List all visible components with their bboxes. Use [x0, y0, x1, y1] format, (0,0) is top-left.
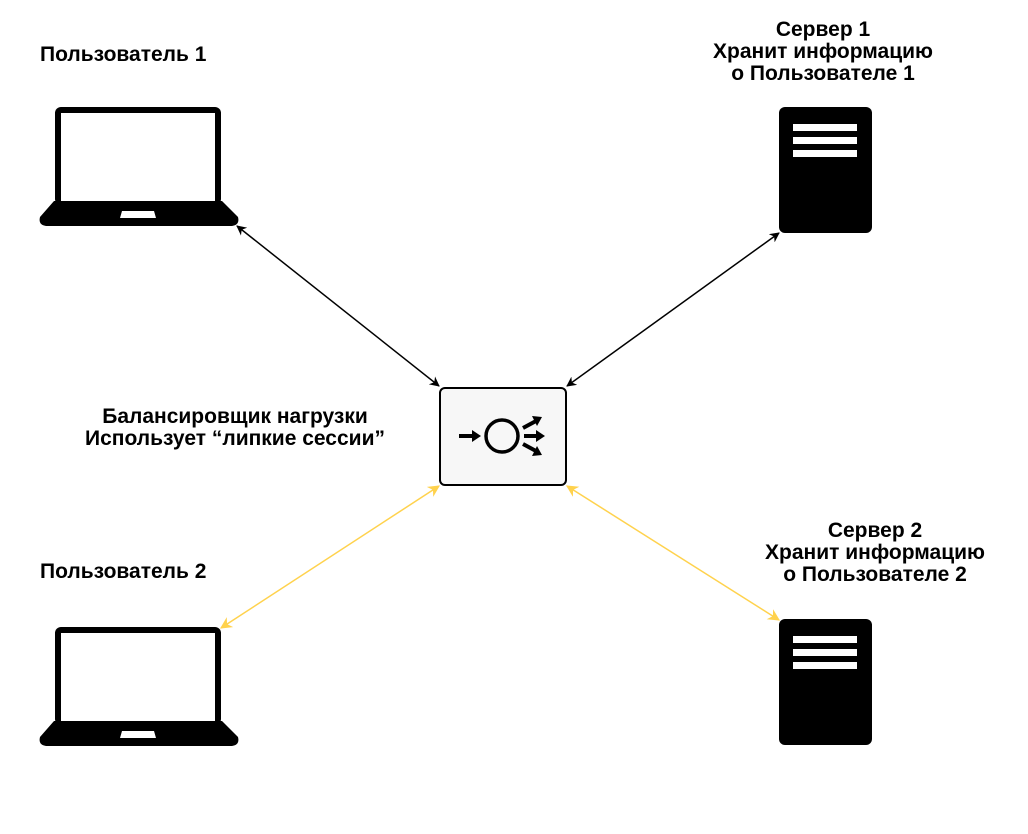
server2-label: Сервер 2 Хранит информацию о Пользовател… — [720, 520, 1028, 586]
edge-server1-balancer — [566, 232, 780, 387]
user1-label: Пользователь 1 — [40, 43, 207, 66]
server1-desc-2: о Пользователе 1 — [731, 62, 915, 85]
edge-user1-balancer — [236, 225, 440, 387]
balancer-title: Балансировщик нагрузки — [102, 405, 368, 428]
server1-title: Сервер 1 — [775, 18, 871, 41]
laptop-icon[interactable] — [39, 107, 239, 226]
server2-desc-2: о Пользователе 2 — [783, 563, 967, 586]
balancer-label: Балансировщик нагрузки Использует “липки… — [40, 406, 430, 450]
edge-server2-balancer — [565, 485, 781, 621]
load-balancer-icon — [459, 416, 545, 456]
edge-user2-balancer — [219, 485, 441, 629]
server1-desc-1: Хранит информацию — [713, 40, 933, 63]
server2-title: Сервер 2 — [827, 519, 923, 542]
laptop-icon[interactable] — [39, 627, 239, 746]
server1-label: Сервер 1 Хранит информацию о Пользовател… — [668, 19, 978, 85]
load-balancer-node[interactable] — [439, 387, 567, 486]
balancer-desc: Использует “липкие сессии” — [85, 427, 385, 450]
server-icon[interactable] — [779, 107, 872, 233]
server2-desc-1: Хранит информацию — [765, 541, 985, 564]
user2-label: Пользователь 2 — [40, 560, 207, 583]
server-icon[interactable] — [779, 619, 872, 745]
